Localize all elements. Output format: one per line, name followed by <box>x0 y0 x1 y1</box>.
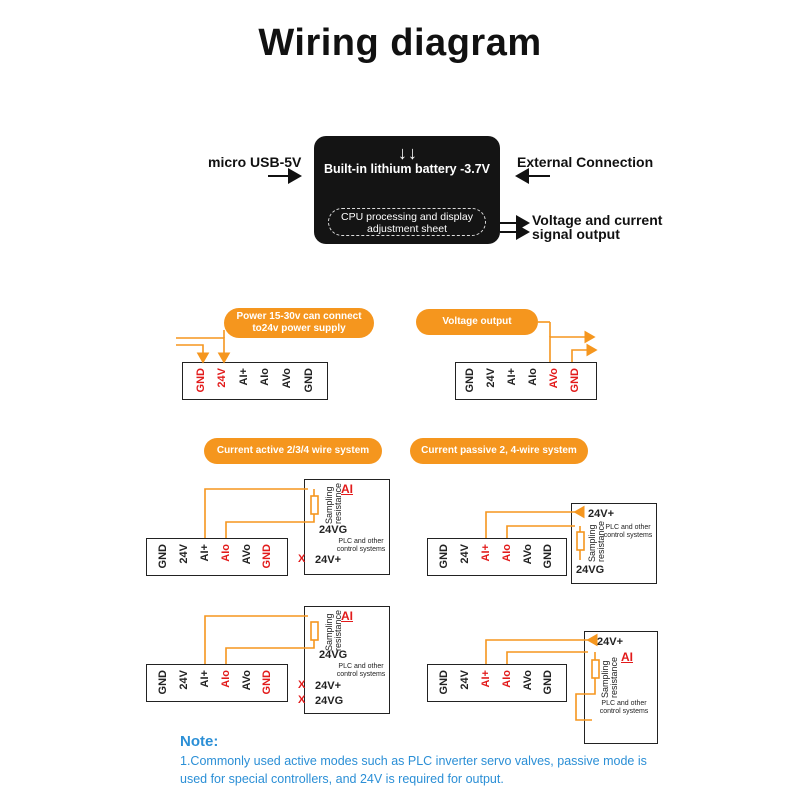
module-chip: ↓↓ Built-in lithium battery -3.7V CPU pr… <box>314 136 500 244</box>
plc-systems-label: PLC and other control systems <box>603 524 653 539</box>
terminal-block-active-2: GND 24V AI+ AIo AVo GND <box>146 664 288 702</box>
external-input-label: External Connection <box>517 154 654 170</box>
terminal-block-voltage: GND 24V AI+ AIo AVo GND <box>455 362 597 400</box>
24vg-label-2: 24VG <box>315 695 344 707</box>
terminal-block-passive-2: GND 24V AI+ AIo AVo GND <box>427 664 567 702</box>
ai-label: AI <box>341 482 353 496</box>
voltage-pill: Voltage output <box>416 309 538 335</box>
down-arrows-icon: ↓↓ <box>398 143 418 163</box>
24vg-label: 24VG <box>319 524 348 536</box>
24vplus-label: 24V+ <box>315 680 341 692</box>
24vg-label: 24VG <box>319 649 348 661</box>
output-label: Voltage and current signal output <box>532 213 662 241</box>
ai-label: AI <box>621 650 633 664</box>
terminal-block-power: GND 24V AI+ AIo AVo GND <box>182 362 328 400</box>
plc-systems-label: PLC and other control systems <box>336 663 386 678</box>
page-title: Wiring diagram <box>258 22 542 64</box>
note-title: Note: <box>180 733 219 750</box>
active-pill: Current active 2/3/4 wire system <box>204 438 382 464</box>
battery-label: Built-in lithium battery -3.7V <box>324 162 490 176</box>
note-text: 1.Commonly used active modes such as PLC… <box>180 754 647 786</box>
terminal-block-passive-1: GND 24V AI+ AIo AVo GND <box>427 538 567 576</box>
output-line-2: signal output <box>532 226 620 242</box>
x-mark: X <box>298 553 306 565</box>
power-pill: Power 15-30v can connect to24v power sup… <box>224 308 374 338</box>
plc-systems-label: PLC and other control systems <box>599 700 649 715</box>
ai-label: AI <box>341 609 353 623</box>
cpu-label: CPU processing and display adjustment sh… <box>328 208 486 236</box>
output-line-1: Voltage and current <box>532 212 663 228</box>
plc-box-passive-2: 24V+ AI Sampling resistance PLC and othe… <box>584 631 658 744</box>
24vplus-label: 24V+ <box>315 554 341 566</box>
plc-systems-label: PLC and other control systems <box>336 538 386 553</box>
plc-box-passive-1: 24V+ PLC and other control systems Sampl… <box>571 503 657 584</box>
x-mark-2: X <box>298 694 306 706</box>
usb-input-label: micro USB-5V <box>208 154 302 170</box>
plc-box-active-1: AI Sampling resistance 24VG PLC and othe… <box>304 479 390 575</box>
24vplus-label: 24V+ <box>588 508 614 520</box>
24vplus-label: 24V+ <box>597 636 623 648</box>
passive-pill: Current passive 2, 4-wire system <box>410 438 588 464</box>
24vg-label: 24VG <box>576 564 605 576</box>
terminal-block-active-1: GND 24V AI+ AIo AVo GND <box>146 538 288 576</box>
x-mark: X <box>298 679 306 691</box>
